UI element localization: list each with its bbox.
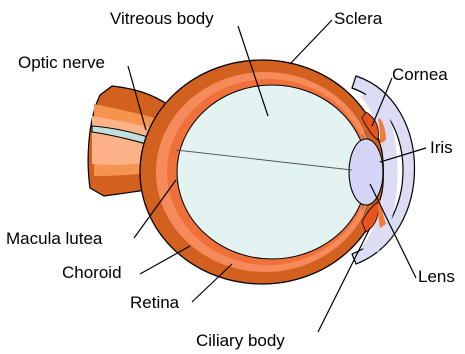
leader-choroid [140,246,190,274]
label-ciliary-body: Ciliary body [196,331,285,350]
lens-shape [349,139,383,205]
label-retina: Retina [130,293,180,312]
label-cornea: Cornea [392,65,448,84]
label-macula-lutea: Macula lutea [6,229,103,248]
label-vitreous-body: Vitreous body [110,9,214,28]
label-lens: Lens [418,267,455,286]
vitreous-body-shape [177,85,367,259]
label-sclera: Sclera [334,9,383,28]
label-choroid: Choroid [62,263,122,282]
label-optic-nerve: Optic nerve [18,53,105,72]
leader-sclera [290,20,332,64]
label-iris: Iris [430,138,453,157]
